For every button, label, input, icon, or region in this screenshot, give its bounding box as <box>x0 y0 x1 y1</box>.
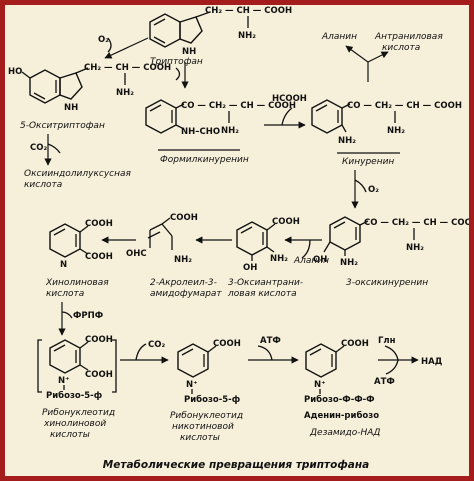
hydroxykynurenine-oh: OH <box>313 255 327 265</box>
acroleyl-nh2: NH₂ <box>174 255 192 265</box>
reagent-atf-1: АТФ <box>260 336 281 346</box>
quinolinic-rn-ribose: Рибозо-5-ф <box>46 390 102 401</box>
atf-curl-2 <box>385 359 399 375</box>
hydroxyanthranilic-oh: OH <box>243 263 257 273</box>
label-quinolinic-2: кислота <box>46 289 84 299</box>
label-hydroxytryptophan: 5-Окситриптофан <box>20 121 105 131</box>
acroleyl-ohc: OHC <box>126 249 147 259</box>
atf-curl-1 <box>257 345 273 361</box>
label-nicotinic-rn-2: никотиновой <box>172 422 234 432</box>
arrow-tryptophan-to-hydroxytryptophan <box>104 37 149 59</box>
hydroxyanthranilic-structure: COOH NH₂ OH <box>236 217 300 273</box>
hcooh-curl <box>281 107 293 126</box>
co2-curl-1 <box>47 143 61 154</box>
hydroxykynurenine-chain: CO — CH₂ — CH — COOH <box>364 218 469 228</box>
o2-curl-3 <box>354 179 367 193</box>
label-formylkynurenine: Формилкинуренин <box>160 155 249 165</box>
kynurenine-structure: CO — CH₂ — CH — COOH NH₂ NH₂ <box>311 99 462 146</box>
kynurenine-nh2: NH₂ <box>387 126 405 136</box>
label-hydroxyanthranilic-1: 3-Оксиантрани- <box>228 278 303 288</box>
quinolinic-cooh-1: COOH <box>85 219 113 229</box>
deamido-nad-adenine: Аденин-рибозо <box>304 410 379 421</box>
tryptophan-side-chain: CH₂ — CH — COOH <box>205 6 292 16</box>
o2-curl-1 <box>107 37 112 53</box>
hydroxytryptophan-nh: NH <box>64 103 78 113</box>
label-tryptophan: Триптофан <box>150 57 203 67</box>
nicotinic-rn-nplus: N⁺ <box>186 380 198 390</box>
gln-curl <box>384 345 399 361</box>
nicotinic-rn-ribose: Рибозо-5-ф <box>184 394 240 405</box>
arrow-kynurenine-to-anthranilic <box>367 51 389 63</box>
deamido-nad-nplus: N⁺ <box>314 380 326 390</box>
deamido-nad-ribose: Рибозо-Ф-Ф-Ф <box>304 394 375 405</box>
reagent-anthranilic-1: Антраниловая <box>374 32 443 42</box>
quinolinic-rn-cooh-1: COOH <box>85 335 113 345</box>
kynurenine-chain: CO — CH₂ — CH — COOH <box>347 101 462 111</box>
deamido-nad-structure: COOH N⁺ Рибозо-Ф-Ф-Ф Аденин-рибозо <box>304 339 379 421</box>
hydroxytryptophan-ho: HO <box>8 67 22 77</box>
tryptophan-structure: CH₂ — CH — COOH NH₂ NH <box>149 6 292 57</box>
kynurenine-amino: NH₂ <box>338 136 356 146</box>
quinolinic-ribonucleotide-structure: COOH COOH N⁺ Рибозо-5-ф <box>37 335 117 401</box>
nicotinic-rn-cooh: COOH <box>213 339 241 349</box>
formylkynurenine-nhcho: NH–CHO <box>181 127 220 137</box>
arrow-kynurenine-to-alanine <box>345 45 369 82</box>
label-nicotinic-rn-1: Рибонуклеотид <box>170 411 243 421</box>
alanine-curl <box>301 239 311 259</box>
frpf-curl <box>61 311 73 319</box>
hydroxykynurenine-structure: CO — CH₂ — CH — COOH NH₂ NH₂ OH <box>313 216 469 268</box>
quinolinic-n: N <box>60 260 67 270</box>
hydroxytryptophan-nh2: NH₂ <box>116 88 134 98</box>
reagent-o2-1: O₂ <box>98 35 109 45</box>
hydroxykynurenine-nh2: NH₂ <box>406 243 424 253</box>
tryptophan-nh2: NH₂ <box>238 31 256 41</box>
hydroxyanthranilic-cooh: COOH <box>272 217 300 227</box>
label-deamido-nad: Дезамидо-НАД <box>309 428 380 438</box>
hydroxytryptophan-structure: HO CH₂ — CH — COOH NH₂ NH <box>8 63 171 113</box>
reagent-o2-3: O₂ <box>368 185 379 195</box>
label-quinolinic-rn-3: кислоты <box>50 430 90 440</box>
label-kynurenine: Кинуренин <box>342 157 394 167</box>
reagent-frpf: ФРПФ <box>73 311 103 321</box>
reagent-atf-2: АТФ <box>374 377 395 387</box>
diagram-caption: Метаболические превращения триптофана <box>103 459 369 471</box>
reagent-alanine-1: Аланин <box>321 32 357 42</box>
quinolinic-rn-nplus: N⁺ <box>58 376 70 386</box>
quinolinic-structure: COOH COOH N <box>49 219 113 270</box>
label-hydroxyindoleacetic-1: Оксииндолилуксусная <box>24 169 132 179</box>
product-nad: НАД <box>421 357 443 367</box>
formylkynurenine-chain: CO — CH₂ — CH — COOH <box>181 101 296 111</box>
label-quinolinic-rn-1: Рибонуклеотид <box>42 408 115 418</box>
quinolinic-rn-cooh-2: COOH <box>85 370 113 380</box>
label-nicotinic-rn-3: кислоты <box>180 433 220 443</box>
acroleyl-structure: COOH OHC NH₂ <box>126 213 198 265</box>
reagent-co2-1: CO₂ <box>30 143 47 153</box>
hydroxytryptophan-side-chain: CH₂ — CH — COOH <box>84 63 171 73</box>
reagent-anthranilic-2: кислота <box>382 43 420 53</box>
formylkynurenine-structure: CO — CH₂ — CH — COOH NH₂ NH–CHO <box>145 99 296 137</box>
tryptophan-nh: NH <box>182 47 196 57</box>
label-hydroxyindoleacetic-2: кислота <box>24 180 62 190</box>
formylkynurenine-nh2: NH₂ <box>221 126 239 136</box>
o2-curl-2 <box>175 67 181 81</box>
label-hydroxykynurenine: 3-оксикинуренин <box>346 278 428 288</box>
nicotinic-ribonucleotide-structure: COOH N⁺ Рибозо-5-ф <box>177 339 241 405</box>
reagent-hcooh: HCOOH <box>272 94 307 104</box>
tryptophan-metabolism-diagram: CH₂ — CH — COOH NH₂ NH Триптофан O₂ HO C… <box>8 6 469 471</box>
hydroxykynurenine-amino: NH₂ <box>340 258 358 268</box>
label-quinolinic-1: Хинолиновая <box>45 278 109 288</box>
label-quinolinic-rn-2: хинолиновой <box>43 419 106 429</box>
hydroxyanthranilic-nh2: NH₂ <box>270 254 288 264</box>
deamido-nad-cooh: COOH <box>341 339 369 349</box>
label-acroleyl-2: амидофумарат <box>150 289 222 299</box>
quinolinic-cooh-2: COOH <box>85 252 113 262</box>
reagent-alanine-2: Аланин <box>293 256 329 266</box>
reagent-gln: Глн <box>378 336 396 346</box>
label-acroleyl-1: 2-Акролеил-3- <box>150 278 217 288</box>
acroleyl-cooh: COOH <box>170 213 198 223</box>
label-hydroxyanthranilic-2: ловая кислота <box>227 289 297 299</box>
reagent-co2-2: CO₂ <box>148 340 165 350</box>
co2-curl-2 <box>135 343 147 361</box>
